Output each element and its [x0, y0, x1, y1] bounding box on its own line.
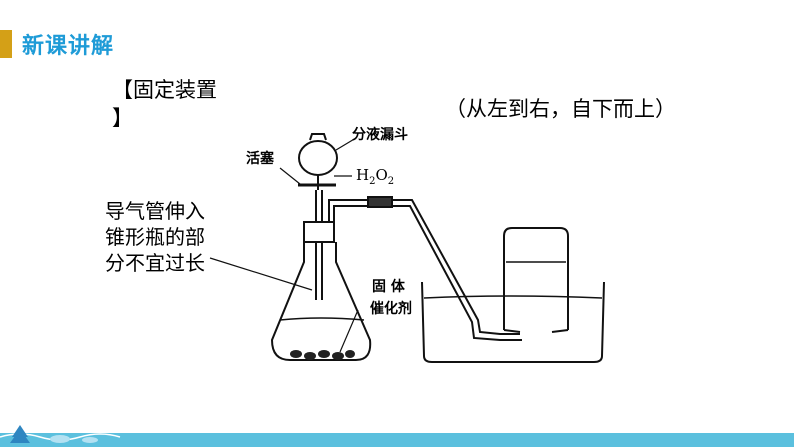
title-accent-bar — [0, 30, 12, 58]
water-trough — [421, 281, 605, 363]
stopcock-label: 活塞 — [246, 151, 274, 167]
h2o2-formula: H2O2 — [356, 166, 395, 187]
leader-note — [209, 257, 313, 291]
direction-text: （从左到右，自下而上） — [445, 97, 676, 121]
heading-line2: 】 — [112, 106, 133, 130]
delivery-tube — [328, 199, 520, 335]
section-title: 新课讲解 — [22, 34, 115, 59]
rubber-connector — [367, 196, 393, 208]
leader-catalyst — [339, 309, 359, 353]
tree-icon — [10, 425, 30, 443]
leader-funnel — [335, 137, 357, 151]
note-text: 导气管伸入锥形瓶的部分不宜过长 — [105, 199, 205, 275]
conical-flask — [270, 242, 372, 361]
wave-icon — [50, 435, 98, 443]
solid-label: 固 体 — [372, 279, 405, 295]
gas-collecting-bottle — [503, 227, 569, 330]
funnel-label: 分液漏斗 — [352, 127, 408, 143]
heading-line1: 【固定装置 — [112, 78, 217, 102]
flask-stopper — [303, 221, 335, 243]
funnel-bulb — [298, 140, 338, 176]
funnel-stopper — [309, 133, 327, 141]
leader-stopcock — [279, 167, 301, 185]
footer-decoration — [0, 425, 794, 447]
heading: 【固定装置 】 — [112, 76, 242, 132]
catalyst-solid — [290, 350, 355, 360]
catalyst-label: 催化剂 — [370, 301, 412, 317]
